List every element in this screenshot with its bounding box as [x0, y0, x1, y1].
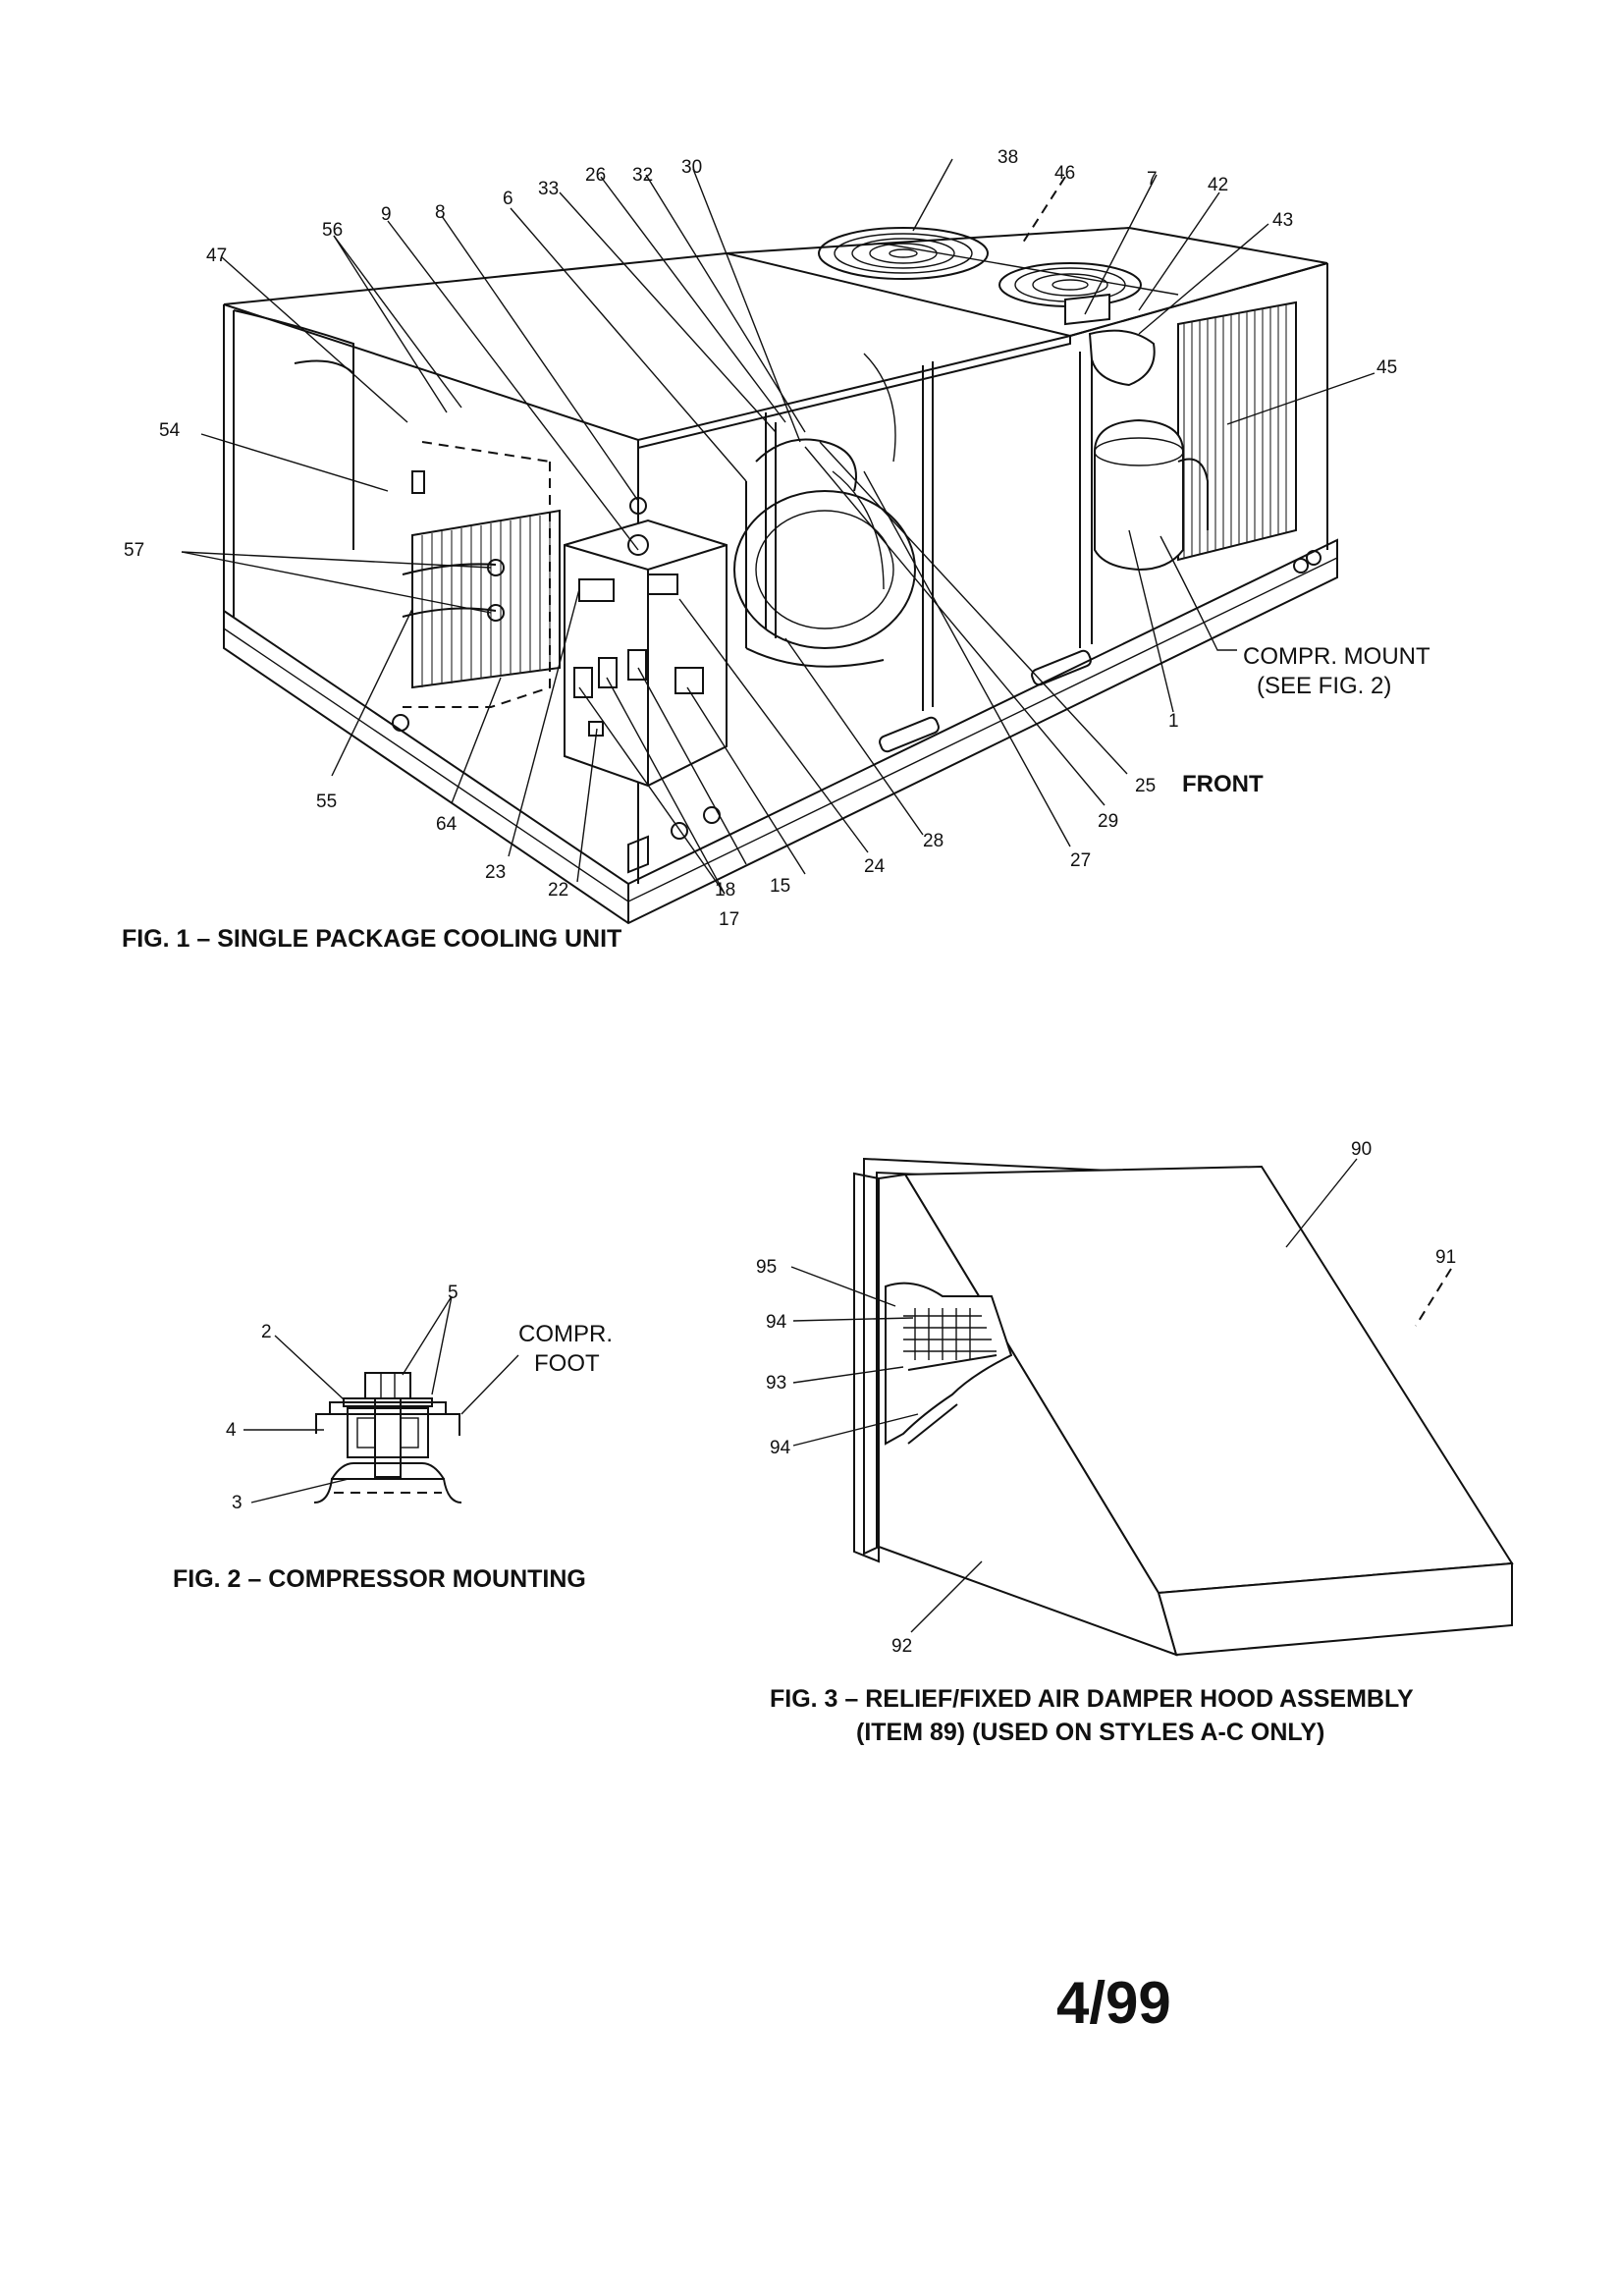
callout-28: 28: [923, 831, 944, 851]
callout-15: 15: [770, 876, 790, 897]
fig3-caption-line2: (ITEM 89) (USED ON STYLES A-C ONLY): [856, 1719, 1324, 1746]
compressor-icon: [1094, 418, 1209, 572]
compr-mount-label-line1: COMPR. MOUNT: [1243, 643, 1430, 670]
callout-18: 18: [715, 880, 735, 901]
callout-42: 42: [1208, 175, 1228, 195]
callout-1: 1: [1168, 711, 1179, 732]
callout-22: 22: [548, 880, 568, 901]
fig1-cooling-unit-drawing: [223, 226, 1338, 925]
fig2-caption: FIG. 2 – COMPRESSOR MOUNTING: [173, 1565, 586, 1593]
compr-foot-label-line1: COMPR.: [518, 1321, 613, 1347]
callout-54: 54: [159, 420, 181, 441]
fig2-callouts: 2 5 4 3 COMPR. FOOT FIG. 2 – COMPRESSOR …: [173, 1283, 613, 1593]
compr-foot-label-line2: FOOT: [534, 1350, 600, 1377]
callout-9: 9: [381, 204, 392, 225]
fig3-callouts: 90 91 95 94 93 94 92 FIG. 3 – RELIEF/FIX…: [756, 1139, 1456, 1746]
callout-94-lower: 94: [770, 1438, 791, 1458]
callout-26: 26: [585, 165, 606, 186]
fig2-leader-lines: [243, 1295, 519, 1503]
callout-8: 8: [435, 202, 446, 223]
compr-mount-label-line2: (SEE FIG. 2): [1257, 673, 1391, 699]
callout-64: 64: [436, 814, 458, 835]
callout-94-upper: 94: [766, 1312, 787, 1333]
fig1-callouts: 47 56 9 8 6 33 26 32 30 38 46 7 42 43 45…: [122, 147, 1430, 953]
fig1-caption: FIG. 1 – SINGLE PACKAGE COOLING UNIT: [122, 925, 621, 953]
fig1-leader-lines: [181, 158, 1375, 895]
callout-38: 38: [998, 147, 1018, 168]
callout-7: 7: [1147, 169, 1158, 190]
callout-93: 93: [766, 1373, 786, 1394]
callout-23: 23: [485, 862, 506, 883]
evaporator-coil-icon: [411, 509, 561, 689]
callout-56: 56: [322, 220, 343, 241]
callout-91: 91: [1435, 1247, 1456, 1268]
callout-92: 92: [891, 1636, 912, 1657]
callout-3: 3: [232, 1493, 243, 1513]
callout-30: 30: [681, 157, 702, 178]
callout-90: 90: [1351, 1139, 1372, 1160]
callout-25: 25: [1135, 776, 1156, 796]
callout-24: 24: [864, 856, 886, 877]
control-box-icon: [564, 519, 728, 788]
callout-2: 2: [261, 1322, 272, 1342]
callout-45: 45: [1376, 357, 1397, 378]
page-number: 4/99: [1056, 1970, 1171, 2036]
callout-29: 29: [1098, 811, 1118, 832]
fig3-caption-line1: FIG. 3 – RELIEF/FIXED AIR DAMPER HOOD AS…: [770, 1685, 1414, 1713]
fig3-damper-hood-drawing: [853, 1157, 1514, 1657]
callout-27: 27: [1070, 850, 1091, 871]
callout-57: 57: [124, 540, 144, 561]
fig2-compressor-mounting-drawing: [313, 1372, 462, 1503]
callout-46: 46: [1054, 163, 1075, 184]
damper-screen-icon: [903, 1308, 997, 1360]
callout-47: 47: [206, 246, 227, 266]
callout-4: 4: [226, 1420, 237, 1441]
front-label: FRONT: [1182, 771, 1264, 797]
callout-17: 17: [719, 909, 739, 930]
blower-assembly-icon: [733, 412, 916, 668]
callout-95: 95: [756, 1257, 777, 1278]
callout-32: 32: [632, 165, 653, 186]
callout-55: 55: [316, 792, 337, 812]
callout-33: 33: [538, 179, 559, 199]
fig3-leader-lines: [790, 1158, 1452, 1633]
condenser-coil-grille: [1177, 301, 1297, 562]
callout-43: 43: [1272, 210, 1293, 231]
callout-6: 6: [503, 189, 513, 209]
callout-5: 5: [448, 1283, 458, 1303]
